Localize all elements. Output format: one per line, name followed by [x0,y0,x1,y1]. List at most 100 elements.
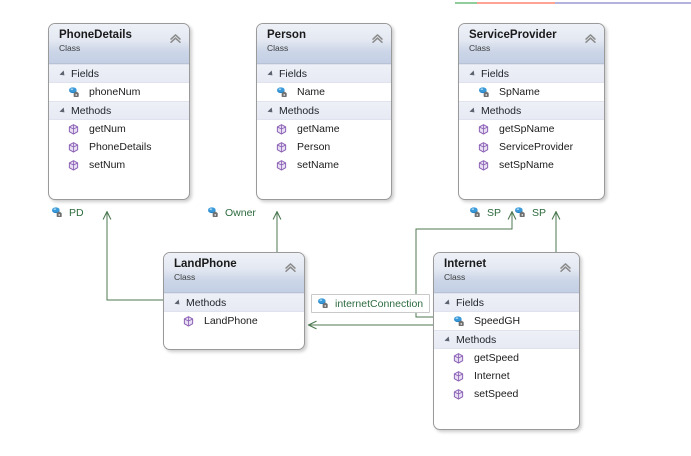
class-name-landphone: LandPhone [174,258,237,270]
method-icon [452,370,465,383]
member-row[interactable]: Name [257,83,391,101]
section-label: Methods [186,296,227,309]
member-row[interactable]: setNum [49,156,189,174]
member-row[interactable]: SpeedGH [434,312,579,330]
collapse-chevron-icon[interactable] [559,261,572,274]
section-expander-icon[interactable] [174,298,182,307]
collapse-chevron-icon[interactable] [584,32,597,45]
section-header-landphone-methods[interactable]: Methods [164,293,304,312]
section-expander-icon[interactable] [444,298,452,307]
collapse-chevron-icon[interactable] [284,261,297,274]
method-icon [452,388,465,401]
member-row[interactable]: Internet [434,367,579,385]
member-name: ServiceProvider [499,141,574,153]
section-header-serviceprovider-methods[interactable]: Methods [459,101,604,120]
section-header-person-fields[interactable]: Fields [257,64,391,83]
field-icon [513,206,526,219]
member-row[interactable]: PhoneDetails [49,138,189,156]
section-header-serviceprovider-fields[interactable]: Fields [459,64,604,83]
association-label-owner[interactable]: Owner [206,206,256,219]
member-name: PhoneDetails [89,141,152,153]
method-icon [452,352,465,365]
section-expander-icon[interactable] [59,69,67,78]
member-row[interactable]: getSpeed [434,349,579,367]
method-icon [477,141,490,154]
section-expander-icon[interactable] [469,69,477,78]
member-row[interactable]: getSpName [459,120,604,138]
class-name-phonedetails: PhoneDetails [59,29,132,41]
method-icon [67,141,80,154]
member-row[interactable]: setSpeed [434,385,579,403]
association-label-internetconnection[interactable]: internetConnection [311,294,431,313]
collapse-chevron-icon[interactable] [371,32,384,45]
method-icon [477,159,490,172]
top-accent-strip [0,0,691,5]
member-row[interactable]: phoneNum [49,83,189,101]
section-header-phonedetails-fields[interactable]: Fields [49,64,189,83]
association-label-text: internetConnection [335,297,424,310]
section-expander-icon[interactable] [267,106,275,115]
section-label: Fields [456,296,485,309]
class-kind-internet: Class [444,272,466,282]
section-header-internet-methods[interactable]: Methods [434,330,579,349]
section-expander-icon[interactable] [444,335,452,344]
section-label: Methods [481,104,522,117]
field-icon [67,86,80,99]
collapse-chevron-icon[interactable] [169,32,182,45]
section-header-internet-fields[interactable]: Fields [434,293,579,312]
field-icon [316,297,329,310]
field-icon [206,206,219,219]
section-header-person-methods[interactable]: Methods [257,101,391,120]
member-name: setSpeed [474,388,519,400]
member-name: getSpName [499,123,555,135]
member-name: getSpeed [474,352,519,364]
member-row[interactable]: getNum [49,120,189,138]
member-name: Name [297,86,326,98]
method-icon [275,141,288,154]
association-label-sp1[interactable]: SP [468,206,501,219]
member-row[interactable]: setSpName [459,156,604,174]
association-label-pd[interactable]: PD [50,206,84,219]
section-expander-icon[interactable] [267,69,275,78]
class-kind-phonedetails: Class [59,43,81,53]
class-kind-serviceprovider: Class [469,43,491,53]
member-row[interactable]: LandPhone [164,312,304,330]
section-expander-icon[interactable] [59,106,67,115]
strip-purple [555,2,691,4]
field-icon [468,206,481,219]
method-icon [275,159,288,172]
field-icon [452,315,465,328]
section-header-phonedetails-methods[interactable]: Methods [49,101,189,120]
class-name-serviceprovider: ServiceProvider [469,29,557,41]
association-label-sp2[interactable]: SP [513,206,546,219]
member-row[interactable]: setName [257,156,391,174]
member-name: phoneNum [89,86,141,98]
member-row[interactable]: Person [257,138,391,156]
member-row[interactable]: getName [257,120,391,138]
association-label-text: SP [532,206,547,219]
class-kind-landphone: Class [174,272,196,282]
field-icon [50,206,63,219]
association-label-text: Owner [225,206,256,219]
member-row[interactable]: ServiceProvider [459,138,604,156]
section-expander-icon[interactable] [469,106,477,115]
member-name: setSpName [499,159,554,171]
member-row[interactable]: SpName [459,83,604,101]
field-icon [477,86,490,99]
field-icon [275,86,288,99]
method-icon [67,123,80,136]
class-name-internet: Internet [444,258,487,270]
